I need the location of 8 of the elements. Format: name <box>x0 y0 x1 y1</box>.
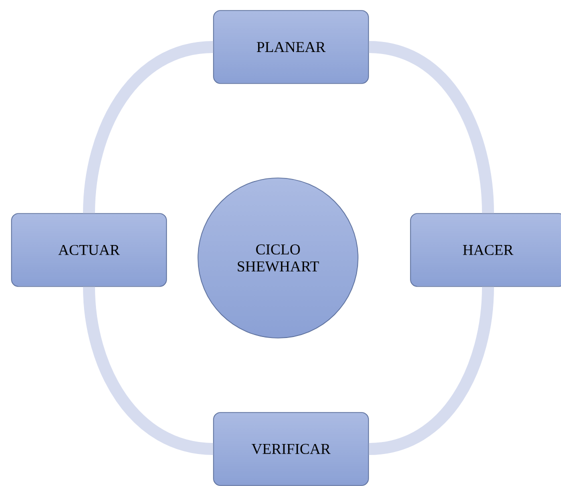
step-box: HACER <box>410 213 561 287</box>
step-box: PLANEAR <box>213 10 369 84</box>
step-box: VERIFICAR <box>213 412 369 486</box>
ring-arc <box>83 41 214 214</box>
ring-arc <box>368 41 494 214</box>
step-box: ACTUAR <box>11 213 167 287</box>
ring-arc <box>83 286 214 455</box>
ring-arc <box>368 286 494 455</box>
